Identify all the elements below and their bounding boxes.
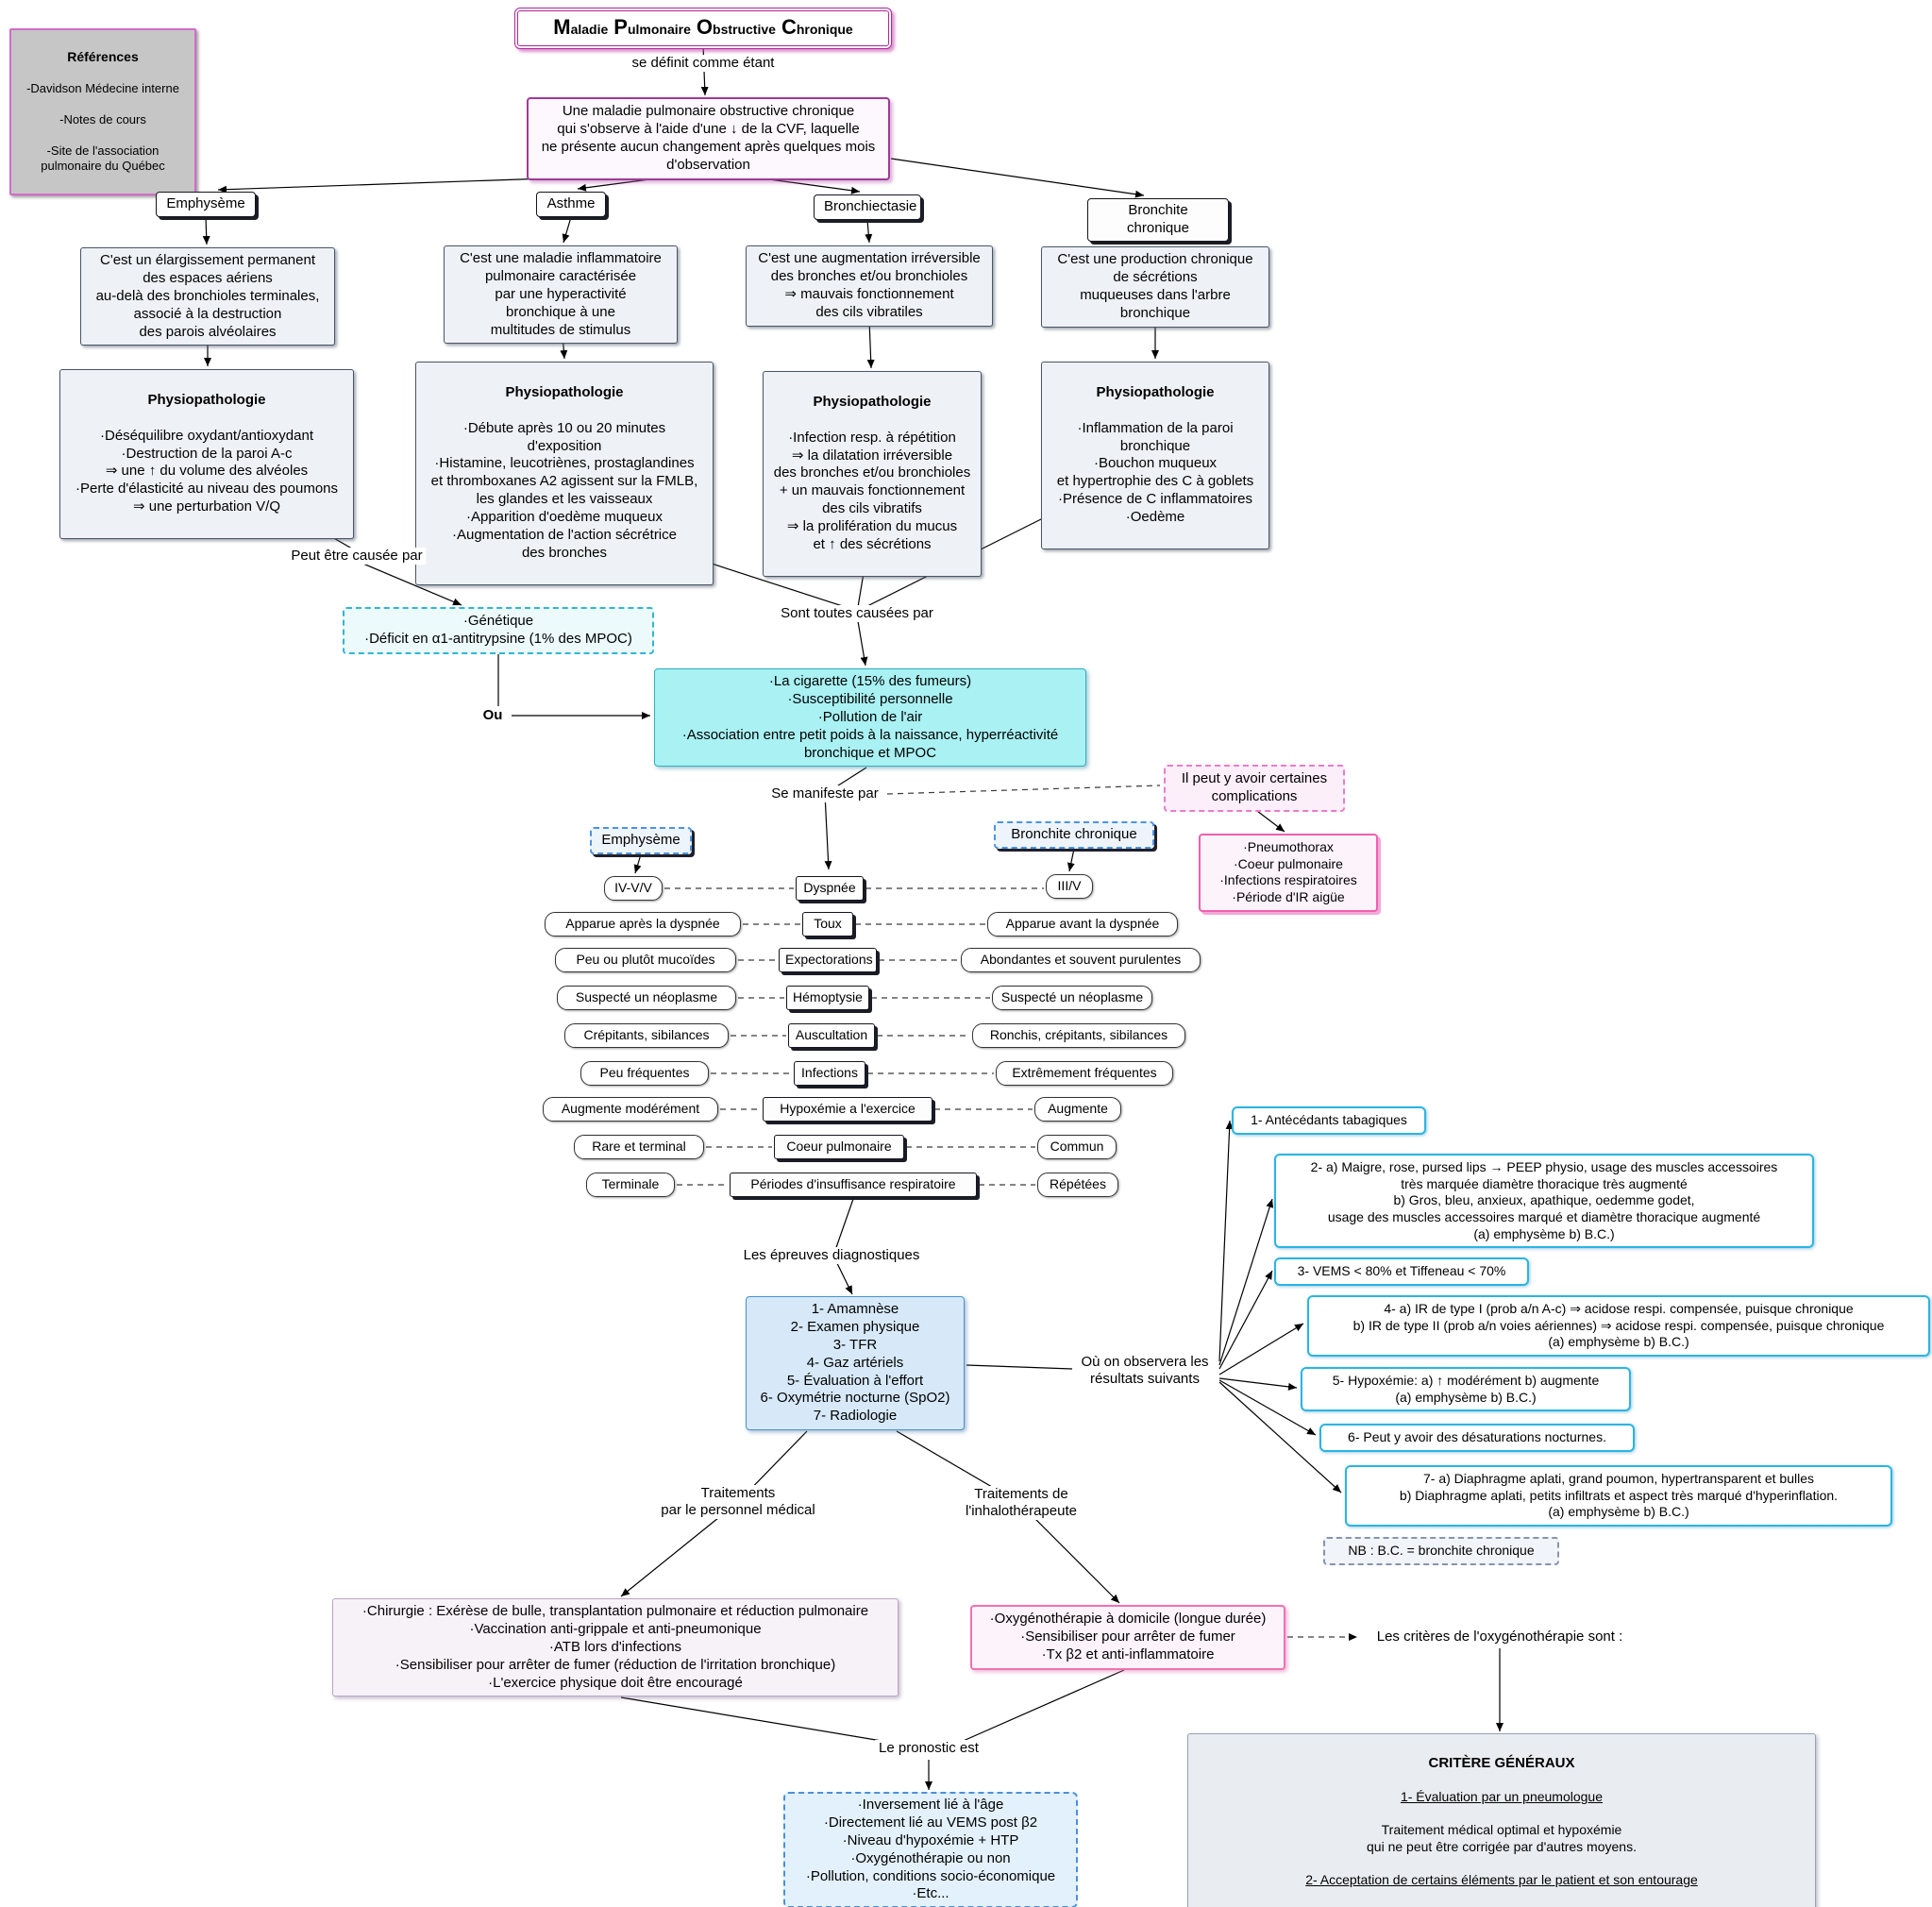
- symptom-toux[interactable]: Toux: [802, 912, 853, 937]
- bronchiectasie-definition[interactable]: C'est une augmentation irréversible des …: [746, 245, 993, 327]
- reference-item: -Davidson Médecine interne: [26, 81, 179, 96]
- bronchiectasie-physiopathologie[interactable]: Physiopathologie ·Infection resp. à répé…: [763, 371, 982, 577]
- critere-heading-1: 1- Évaluation par un pneumologue: [1400, 1789, 1604, 1805]
- node-emphyseme[interactable]: Emphysème: [156, 192, 256, 217]
- asthme-physiopathologie[interactable]: Physiopathologie ·Débute après 10 ou 20 …: [415, 362, 714, 585]
- symptom-left-6[interactable]: Augmente modérément: [543, 1097, 718, 1122]
- criteres-oxygenotherapie[interactable]: CRITÈRE GÉNÉRAUX 1- Évaluation par un pn…: [1187, 1733, 1816, 1907]
- traitements-medicaux[interactable]: ·Chirurgie : Exérèse de bulle, transplan…: [332, 1598, 899, 1697]
- cause-genetique[interactable]: ·Génétique ·Déficit en α1-antitrypsine (…: [343, 607, 654, 654]
- resultat-2[interactable]: 2- a) Maigre, rose, pursed lips → PEEP p…: [1274, 1154, 1814, 1249]
- symptom-left-4[interactable]: Crépitants, sibilances: [564, 1023, 729, 1048]
- symptom-left-3[interactable]: Suspecté un néoplasme: [557, 986, 736, 1010]
- asthme-definition[interactable]: C'est une maladie inflammatoire pulmonai…: [444, 245, 678, 345]
- emphyseme-physiopathologie[interactable]: Physiopathologie ·Déséquilibre oxydant/a…: [59, 369, 354, 540]
- complications-label[interactable]: Il peut y avoir certaines complications: [1164, 765, 1345, 812]
- manif-header-emphyseme[interactable]: Emphysème: [590, 827, 692, 854]
- link-pronostic: Le pronostic est: [875, 1740, 983, 1757]
- symptom-hypoxemie-exercice[interactable]: Hypoxémie a l'exercice: [763, 1097, 932, 1122]
- critere-heading-2: 2- Acceptation de certains éléments par …: [1305, 1872, 1698, 1888]
- map-title[interactable]: Maladie Pulmonaire Obstructive Chronique: [514, 8, 892, 49]
- link-tx-medical: Traitements par le personnel médical: [657, 1485, 819, 1519]
- node-asthme[interactable]: Asthme: [536, 192, 606, 217]
- symptom-auscultation[interactable]: Auscultation: [788, 1023, 875, 1048]
- traitements-inhalotherapeute[interactable]: ·Oxygénothérapie à domicile (longue duré…: [970, 1605, 1285, 1670]
- physio-title: Physiopathologie: [505, 383, 624, 400]
- epreuves-diagnostiques-list[interactable]: 1- Amamnèse 2- Examen physique 3- TFR 4-…: [746, 1296, 965, 1431]
- symptom-dyspnee[interactable]: Dyspnée: [796, 876, 864, 901]
- resultat-1[interactable]: 1- Antécédants tabagiques: [1232, 1106, 1426, 1135]
- symptom-right-2[interactable]: Abondantes et souvent purulentes: [961, 948, 1201, 972]
- node-bronchite-chronique[interactable]: Bronchite chronique: [1087, 198, 1229, 242]
- link-resultats: Où on observera les résultats suivants: [1077, 1354, 1213, 1388]
- link-tx-inhalo: Traitements de l'inhalothérapeute: [962, 1486, 1081, 1520]
- critere-body-1: Traitement médical optimal et hypoxémie …: [1367, 1822, 1637, 1855]
- reference-item: -Site de l'association pulmonaire du Qué…: [41, 143, 165, 174]
- link-se-definit: se définit comme étant: [628, 55, 779, 72]
- emphyseme-definition[interactable]: C'est un élargissement permanent des esp…: [80, 247, 335, 346]
- link-epreuves: Les épreuves diagnostiques: [739, 1247, 924, 1264]
- symptom-hemoptysie[interactable]: Hémoptysie: [786, 986, 869, 1010]
- title-word: Chronique: [781, 15, 853, 39]
- bronchite-definition[interactable]: C'est une production chronique de sécrét…: [1041, 246, 1269, 328]
- symptom-expectorations[interactable]: Expectorations: [779, 948, 877, 972]
- symptom-left-1[interactable]: Apparue après la dyspnée: [545, 912, 741, 937]
- symptom-right-8[interactable]: Répétées: [1037, 1173, 1118, 1197]
- symptom-right-4[interactable]: Ronchis, crépitants, sibilances: [972, 1023, 1185, 1048]
- resultat-6[interactable]: 6- Peut y avoir des désaturations noctur…: [1319, 1424, 1635, 1452]
- symptom-right-3[interactable]: Suspecté un néoplasme: [992, 986, 1152, 1010]
- title-word: Maladie: [553, 15, 609, 39]
- symptom-left-2[interactable]: Peu ou plutôt mucoïdes: [555, 948, 736, 972]
- link-se-manifeste: Se manifeste par: [767, 785, 882, 802]
- symptom-left-0[interactable]: IV-V/V: [604, 876, 663, 901]
- resultat-3[interactable]: 3- VEMS < 80% et Tiffeneau < 70%: [1274, 1257, 1529, 1286]
- physio-body: ·Inflammation de la paroi bronchique ·Bo…: [1056, 419, 1254, 526]
- references-title: Références: [67, 49, 139, 65]
- symptom-left-8[interactable]: Terminale: [586, 1173, 675, 1197]
- physio-body: ·Infection resp. à répétition ⇒ la dilat…: [773, 429, 971, 553]
- critere-body-2: Recevoir de l'O2 à domicile, cesser de f…: [1195, 1906, 1808, 1907]
- mpoc-definition[interactable]: Une maladie pulmonaire obstructive chron…: [527, 97, 890, 180]
- symptom-right-0[interactable]: III/V: [1046, 874, 1093, 899]
- symptom-insuffisance-respiratoire[interactable]: Périodes d'insuffisance respiratoire: [730, 1173, 977, 1197]
- symptom-coeur-pulmonaire[interactable]: Coeur pulmonaire: [774, 1135, 904, 1159]
- symptom-right-7[interactable]: Commun: [1037, 1135, 1117, 1159]
- pronostic-list[interactable]: ·Inversement lié à l'âge ·Directement li…: [783, 1792, 1078, 1907]
- symptom-left-5[interactable]: Peu fréquentes: [580, 1061, 709, 1086]
- title-word: Obstructive: [696, 15, 776, 39]
- link-criteres: Les critères de l'oxygénothérapie sont :: [1372, 1629, 1627, 1645]
- bronchite-physiopathologie[interactable]: Physiopathologie ·Inflammation de la par…: [1041, 362, 1269, 549]
- nb-note[interactable]: NB : B.C. = bronchite chronique: [1323, 1537, 1559, 1565]
- reference-item: -Notes de cours: [59, 112, 146, 127]
- node-bronchiectasie[interactable]: Bronchiectasie: [814, 194, 921, 220]
- link-cause-emphyseme: Peut être causée par: [287, 548, 427, 565]
- resultat-4[interactable]: 4- a) IR de type I (prob a/n A-c) ⇒ acid…: [1307, 1295, 1930, 1357]
- criteres-title: CRITÈRE GÉNÉRAUX: [1428, 1754, 1575, 1771]
- symptom-right-5[interactable]: Extrêmement fréquentes: [996, 1061, 1173, 1086]
- symptom-infections[interactable]: Infections: [794, 1061, 865, 1086]
- symptom-right-1[interactable]: Apparue avant la dyspnée: [987, 912, 1178, 937]
- symptom-right-6[interactable]: Augmente: [1034, 1097, 1121, 1122]
- resultat-7[interactable]: 7- a) Diaphragme aplati, grand poumon, h…: [1345, 1465, 1892, 1527]
- manif-header-bronchite[interactable]: Bronchite chronique: [994, 821, 1154, 849]
- link-ou: Ou: [479, 707, 507, 724]
- physio-title: Physiopathologie: [813, 393, 932, 410]
- resultat-5[interactable]: 5- Hypoxémie: a) ↑ modérément b) augment…: [1301, 1367, 1631, 1412]
- physio-body: ·Déséquilibre oxydant/antioxydant ·Destr…: [75, 427, 339, 515]
- references-box[interactable]: Références -Davidson Médecine interne -N…: [9, 28, 196, 195]
- causes-communes[interactable]: ·La cigarette (15% des fumeurs) ·Suscept…: [654, 668, 1086, 768]
- title-word: Pulmonaire: [613, 15, 691, 39]
- complications-list[interactable]: ·Pneumothorax ·Coeur pulmonaire ·Infecti…: [1199, 834, 1378, 912]
- physio-title: Physiopathologie: [1096, 383, 1215, 400]
- link-causees-par: Sont toutes causées par: [777, 605, 937, 622]
- physio-title: Physiopathologie: [147, 391, 266, 408]
- symptom-left-7[interactable]: Rare et terminal: [574, 1135, 704, 1159]
- physio-body: ·Débute après 10 ou 20 minutes d'exposit…: [430, 419, 698, 561]
